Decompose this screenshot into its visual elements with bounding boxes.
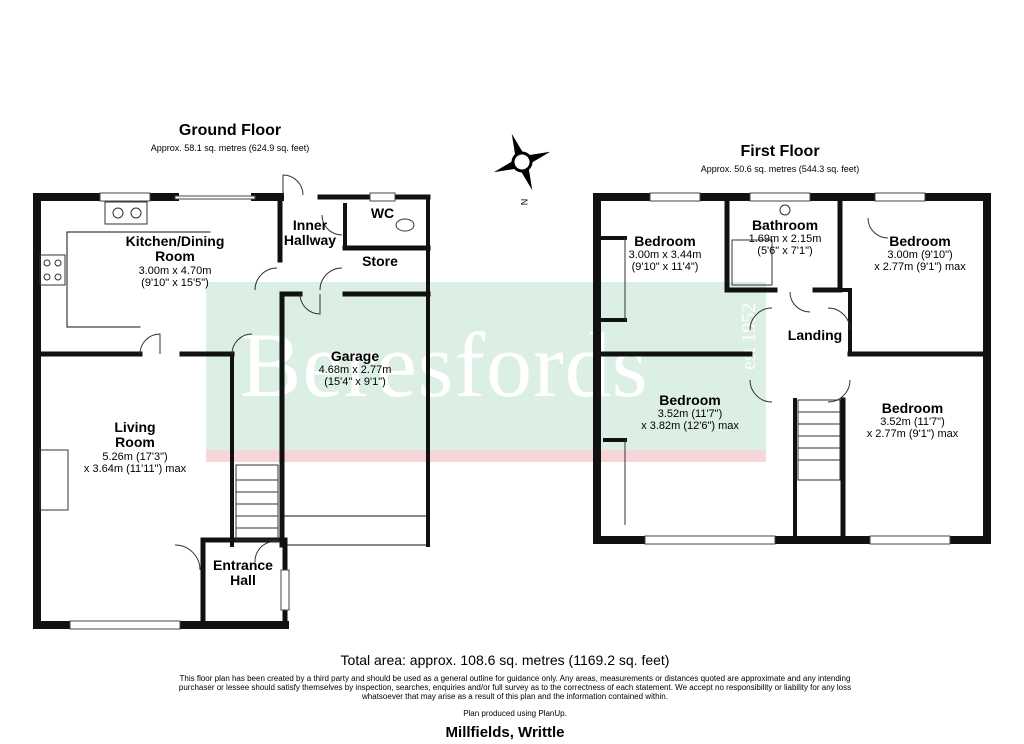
total-area: Total area: approx. 108.6 sq. metres (11… <box>340 652 670 668</box>
plan-produced: Plan produced using PlanUp. <box>463 709 567 718</box>
first-floor-area: Approx. 50.6 sq. metres (544.3 sq. feet) <box>700 164 860 174</box>
room-wc: WC <box>370 205 395 221</box>
watermark-band <box>206 282 766 450</box>
room-bedroom-3: Bedroom 3.52m (11'7") x 3.82m (12'6") ma… <box>641 392 739 433</box>
room-inner-hallway: Inner Hallway <box>283 217 337 249</box>
first-floor-title: First Floor <box>740 143 820 160</box>
property-address: Millfields, Writtle <box>445 724 565 741</box>
room-bedroom-4: Bedroom 3.52m (11'7") x 2.77m (9'1") max <box>866 400 959 441</box>
ground-floor-area: Approx. 58.1 sq. metres (624.9 sq. feet) <box>150 143 310 153</box>
room-landing: Landing <box>787 327 843 343</box>
room-bedroom-2: Bedroom 3.00m (9'10") x 2.77m (9'1") max <box>874 233 966 274</box>
room-bedroom-1: Bedroom 3.00m x 3.44m (9'10" x 11'4") <box>628 233 702 274</box>
room-living-room: Living Room 5.26m (17'3") x 3.64m (11'11… <box>83 419 187 475</box>
disclaimer: This floor plan has been created by a th… <box>178 674 852 702</box>
ground-floor-title: Ground Floor <box>178 122 282 139</box>
watermark-brand: Beresfords <box>240 314 649 416</box>
room-kitchen-dining: Kitchen/Dining Room 3.00m x 4.70m (9'10"… <box>125 233 225 289</box>
room-store: Store <box>362 253 398 269</box>
room-garage: Garage 4.68m x 2.77m (15'4" x 9'1") <box>318 348 392 389</box>
watermark-strip <box>206 450 766 462</box>
room-bathroom: Bathroom 1.69m x 2.15m (5'6" x 7'1") <box>748 217 822 258</box>
room-entrance-hall: Entrance Hall <box>213 557 273 589</box>
